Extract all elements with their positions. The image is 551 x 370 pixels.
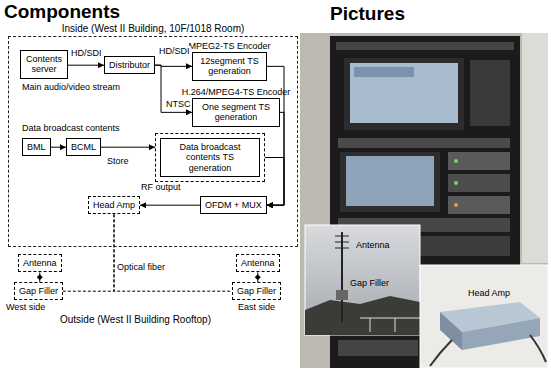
signal-label: Optical fiber (116, 262, 166, 272)
amp-front (462, 318, 540, 350)
photo-background (420, 265, 548, 368)
rack-unit (338, 340, 418, 356)
connector (63, 214, 114, 291)
process-box: BCML (66, 138, 101, 156)
sky (305, 225, 420, 335)
side-label: West side (6, 302, 45, 312)
box-text: BCML (71, 142, 96, 152)
antenna-element (335, 242, 349, 243)
railing-post (370, 318, 371, 332)
box-text: Head Amp (93, 200, 135, 210)
antenna-element (335, 248, 349, 249)
process-box: Data broadcast contents TS generation (160, 138, 260, 177)
hill (305, 296, 420, 335)
monitor-screen (346, 156, 434, 206)
connector (265, 158, 284, 206)
antenna-photo (305, 225, 420, 335)
rack-shelf (336, 42, 514, 50)
box-text: OFDM + MUX (205, 200, 262, 210)
room-region: Contents server Distributor MPEG2-TS Encod… (8, 36, 298, 247)
rack-unit (448, 196, 510, 214)
process-box: BML (22, 138, 51, 156)
rack-photo (300, 33, 548, 368)
box-heading: MPEG2-TS Encoder (188, 41, 270, 51)
box-text: Data broadcast contents TS generation (165, 142, 255, 173)
box-text: One segment TS generation (197, 102, 275, 123)
screen-window (354, 67, 414, 77)
connector (51, 147, 66, 148)
box-heading: Inside (West II Building, 10F/1018 Room) (62, 23, 245, 35)
process-box: OFDM + MUX (200, 196, 267, 214)
connector (68, 65, 104, 66)
status-light (454, 181, 458, 185)
box-text: Contents server (25, 54, 63, 75)
photo-label: Head Amp (468, 288, 510, 298)
antenna-box: Antenna (236, 254, 280, 272)
box-text: Gap Filler (19, 286, 58, 296)
area-label: Outside (West II Building Rooftop) (60, 314, 211, 326)
section-title: Pictures (330, 3, 405, 25)
gap-filler-box: Gap Filler (232, 282, 281, 300)
connector (140, 205, 200, 206)
box-heading: H.264/MPEG4-TS Encoder (182, 87, 291, 97)
process-box: Contents server (20, 50, 68, 79)
photo-label: Gap Filler (350, 278, 389, 288)
window-light (522, 33, 548, 263)
cable (430, 340, 452, 366)
rack-unit (448, 174, 510, 192)
connector (114, 214, 232, 291)
signal-label: RF output (140, 182, 182, 192)
box-text: BML (27, 142, 46, 152)
signal-label: HD/SDI (158, 46, 191, 56)
railing-post (395, 318, 396, 332)
antenna-element (335, 236, 349, 237)
antenna-mast (341, 232, 343, 322)
rack-unit (470, 60, 510, 126)
stream-label: Main audio/video stream (22, 82, 120, 92)
process-box: Distributor (104, 56, 155, 74)
box-text: Gap Filler (237, 286, 276, 296)
gap-filler-unit (336, 290, 348, 300)
railing (360, 318, 420, 319)
monitor-frame (340, 152, 440, 212)
signal-label: HD/SDI (70, 48, 103, 58)
monitor-frame (344, 58, 464, 130)
side-label: East side (238, 302, 275, 312)
head-amp-photo (420, 265, 548, 368)
monitor-screen (350, 63, 458, 123)
connector (39, 272, 40, 282)
encoder-box: MPEG2-TS Encoder12segment TS generation (192, 52, 267, 81)
rack-unit (448, 152, 510, 170)
amp-box: Head Amp (88, 196, 140, 214)
cable (530, 335, 546, 362)
signal-label: NTSC (165, 99, 192, 109)
antenna-box: Antenna (18, 254, 62, 272)
status-light (454, 203, 458, 207)
box-text: 12segment TS generation (197, 56, 262, 77)
gap-filler-box: Gap Filler (14, 282, 63, 300)
box-text: Antenna (241, 258, 275, 268)
status-light (454, 159, 458, 163)
signal-label: Store (106, 156, 130, 166)
room-wall (300, 33, 548, 368)
connector (101, 147, 155, 148)
box-text: Antenna (23, 258, 57, 268)
rack-shelf (338, 138, 510, 148)
box-text: Distributor (109, 60, 150, 70)
encoder-box: H.264/MPEG4-TS EncoderOne segment TS gen… (192, 98, 280, 127)
section-title: Components (4, 1, 120, 23)
connector (257, 272, 258, 282)
amp-side (440, 312, 462, 350)
group-label: Data broadcast contents (22, 123, 120, 133)
photo-label: Antenna (356, 240, 390, 250)
